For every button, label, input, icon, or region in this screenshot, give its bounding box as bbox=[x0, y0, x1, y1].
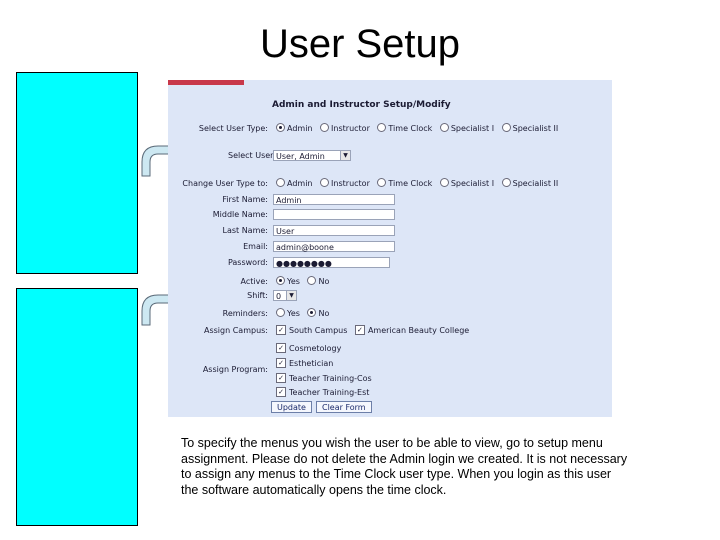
user-type-option-specialist-1[interactable]: Specialist I bbox=[439, 123, 494, 133]
first-name-label: First Name: bbox=[222, 195, 268, 204]
radio-icon[interactable] bbox=[439, 123, 449, 132]
middle-name-label: Middle Name: bbox=[212, 210, 268, 219]
radio-icon[interactable] bbox=[439, 178, 449, 187]
slide-caption: To specify the menus you wish the user t… bbox=[181, 436, 628, 497]
password-label: Password: bbox=[227, 258, 268, 267]
campus-option-american-beauty-college[interactable]: ✓American Beauty College bbox=[354, 324, 469, 335]
change-type-option-time-clock[interactable]: Time Clock bbox=[377, 178, 432, 188]
checkbox-checked-icon[interactable]: ✓ bbox=[276, 372, 286, 383]
callout-box-bottom bbox=[16, 288, 138, 526]
checkbox-checked-icon[interactable]: ✓ bbox=[276, 324, 286, 335]
reminders-label: Reminders: bbox=[222, 309, 268, 318]
program-option-teacher-training-est[interactable]: ✓Teacher Training-Est bbox=[276, 386, 369, 399]
clear-form-button[interactable]: Clear Form bbox=[315, 401, 372, 413]
radio-icon[interactable] bbox=[501, 123, 511, 132]
email-field[interactable]: admin@boone bbox=[273, 241, 395, 252]
chevron-down-icon[interactable]: ▼ bbox=[340, 151, 350, 160]
email-row: Email: admin@boone bbox=[168, 241, 612, 253]
middle-name-field[interactable] bbox=[273, 209, 395, 220]
checkbox-checked-icon[interactable]: ✓ bbox=[276, 386, 286, 397]
assign-campus-label: Assign Campus: bbox=[203, 326, 268, 335]
email-label: Email: bbox=[243, 242, 268, 251]
checkbox-checked-icon[interactable]: ✓ bbox=[354, 324, 365, 335]
first-name-field[interactable]: Admin bbox=[273, 194, 395, 205]
change-type-option-specialist-2[interactable]: Specialist II bbox=[501, 178, 558, 188]
radio-icon[interactable] bbox=[377, 123, 387, 132]
password-row: Password: ●●●●●●●● bbox=[168, 257, 612, 269]
program-option-esthetician[interactable]: ✓Esthetician bbox=[276, 357, 333, 370]
active-label: Active: bbox=[240, 277, 268, 286]
middle-name-row: Middle Name: bbox=[168, 209, 612, 221]
user-type-option-specialist-2[interactable]: Specialist II bbox=[501, 123, 558, 133]
reminders-option-yes[interactable]: Yes bbox=[276, 308, 300, 318]
select-user-label: Select User: bbox=[227, 151, 276, 160]
active-row: Active: Yes No bbox=[168, 276, 612, 288]
form-title: Admin and Instructor Setup/Modify bbox=[272, 100, 451, 110]
checkbox-checked-icon[interactable]: ✓ bbox=[276, 357, 286, 368]
change-user-type-row: Change User Type to: Admin Instructor Ti… bbox=[168, 178, 612, 190]
first-name-row: First Name: Admin bbox=[168, 194, 612, 206]
assign-program-label-row: Assign Program: bbox=[168, 364, 612, 376]
password-field[interactable]: ●●●●●●●● bbox=[273, 257, 390, 268]
user-type-option-time-clock[interactable]: Time Clock bbox=[377, 123, 432, 133]
assign-campus-row: Assign Campus: ✓South Campus ✓American B… bbox=[168, 324, 612, 337]
select-user-type-label: Select User Type: bbox=[198, 124, 268, 133]
program-option-teacher-training-cos[interactable]: ✓Teacher Training-Cos bbox=[276, 372, 372, 385]
shift-label: Shift: bbox=[247, 291, 268, 300]
user-setup-form-screenshot: Admin and Instructor Setup/Modify Select… bbox=[168, 80, 612, 417]
active-option-yes[interactable]: Yes bbox=[276, 276, 300, 286]
last-name-field[interactable]: User bbox=[273, 225, 395, 236]
radio-icon[interactable] bbox=[276, 178, 285, 187]
update-button[interactable]: Update bbox=[271, 401, 312, 413]
user-type-option-instructor[interactable]: Instructor bbox=[320, 123, 370, 133]
select-user-row: Select User: User, Admin▼ bbox=[168, 150, 612, 162]
user-type-option-admin[interactable]: Admin bbox=[276, 123, 313, 133]
radio-icon[interactable] bbox=[307, 308, 317, 317]
change-type-option-admin[interactable]: Admin bbox=[276, 178, 313, 188]
change-user-type-label: Change User Type to: bbox=[182, 179, 268, 188]
last-name-row: Last Name: User bbox=[168, 225, 612, 237]
program-option-cosmetology[interactable]: ✓Cosmetology bbox=[276, 342, 341, 355]
reminders-row: Reminders: Yes No bbox=[168, 308, 612, 320]
radio-icon[interactable] bbox=[276, 276, 285, 285]
campus-option-south-campus[interactable]: ✓South Campus bbox=[276, 324, 347, 335]
reminders-option-no[interactable]: No bbox=[307, 308, 329, 318]
last-name-label: Last Name: bbox=[222, 226, 268, 235]
radio-icon[interactable] bbox=[320, 123, 330, 132]
checkbox-checked-icon[interactable]: ✓ bbox=[276, 342, 286, 353]
radio-icon[interactable] bbox=[276, 308, 285, 317]
header-tab-accent bbox=[168, 80, 244, 85]
radio-icon[interactable] bbox=[276, 123, 285, 132]
change-type-option-instructor[interactable]: Instructor bbox=[320, 178, 370, 188]
shift-row: Shift: 0▼ bbox=[168, 290, 612, 302]
shift-dropdown[interactable]: 0▼ bbox=[273, 290, 297, 301]
callout-box-top bbox=[16, 72, 138, 274]
radio-icon[interactable] bbox=[307, 276, 317, 285]
select-user-type-row: Select User Type: Admin Instructor Time … bbox=[168, 123, 612, 135]
radio-icon[interactable] bbox=[377, 178, 387, 187]
radio-icon[interactable] bbox=[320, 178, 330, 187]
assign-program-label: Assign Program: bbox=[202, 365, 268, 374]
radio-icon[interactable] bbox=[501, 178, 511, 187]
slide-title: User Setup bbox=[259, 22, 461, 66]
chevron-down-icon[interactable]: ▼ bbox=[286, 291, 296, 300]
change-type-option-specialist-1[interactable]: Specialist I bbox=[439, 178, 494, 188]
active-option-no[interactable]: No bbox=[307, 276, 329, 286]
select-user-dropdown[interactable]: User, Admin▼ bbox=[273, 150, 351, 161]
